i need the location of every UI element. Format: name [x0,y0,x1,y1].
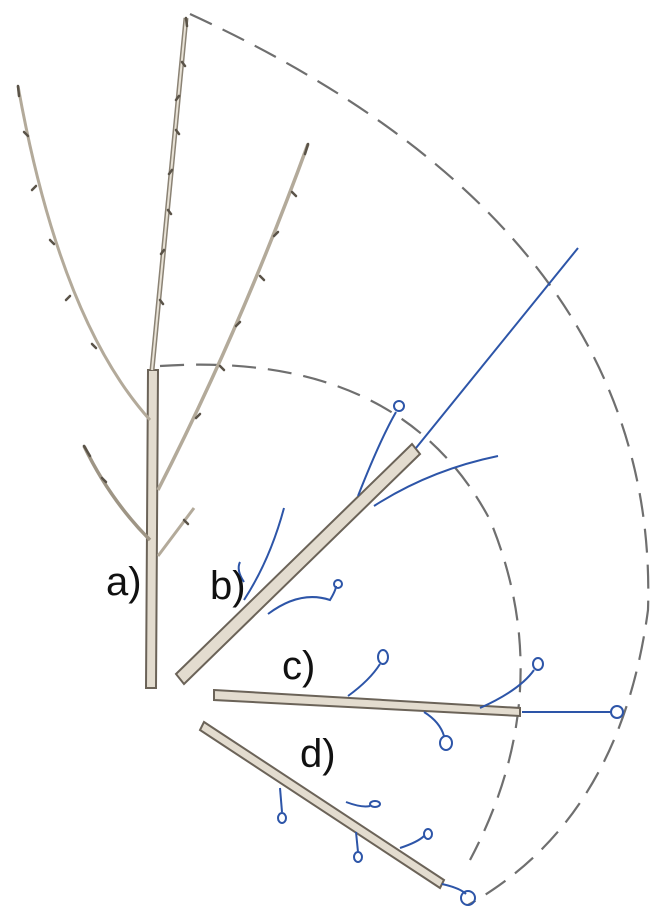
label-c: c) [282,644,316,688]
inner-arc [159,363,522,861]
branch-c-stem [213,688,521,718]
branch-a-shoot-right [156,143,310,491]
branch-a-shoot-left [16,85,152,422]
branch-c [213,649,624,751]
branch-a-buds [16,16,310,526]
label-a: a) [106,560,142,604]
branch-a-shoot-main-light [151,17,187,371]
label-b: b) [210,564,246,608]
branch-d [198,720,476,906]
branch-a-shoot-lower-right [156,507,196,557]
branch-a-stem [144,369,160,689]
branch-b-growth [237,247,579,615]
outer-arc [189,13,650,906]
branch-d-stem [198,720,446,890]
branch-c-growth [347,649,624,751]
dashed-arcs [159,13,650,906]
branch-b [174,247,579,686]
branch-a-shoot-lower-left [82,445,152,542]
label-d: d) [300,732,336,776]
branch-d-growth [277,787,476,906]
branch-b-stem [174,442,422,686]
branch-a [16,16,310,689]
